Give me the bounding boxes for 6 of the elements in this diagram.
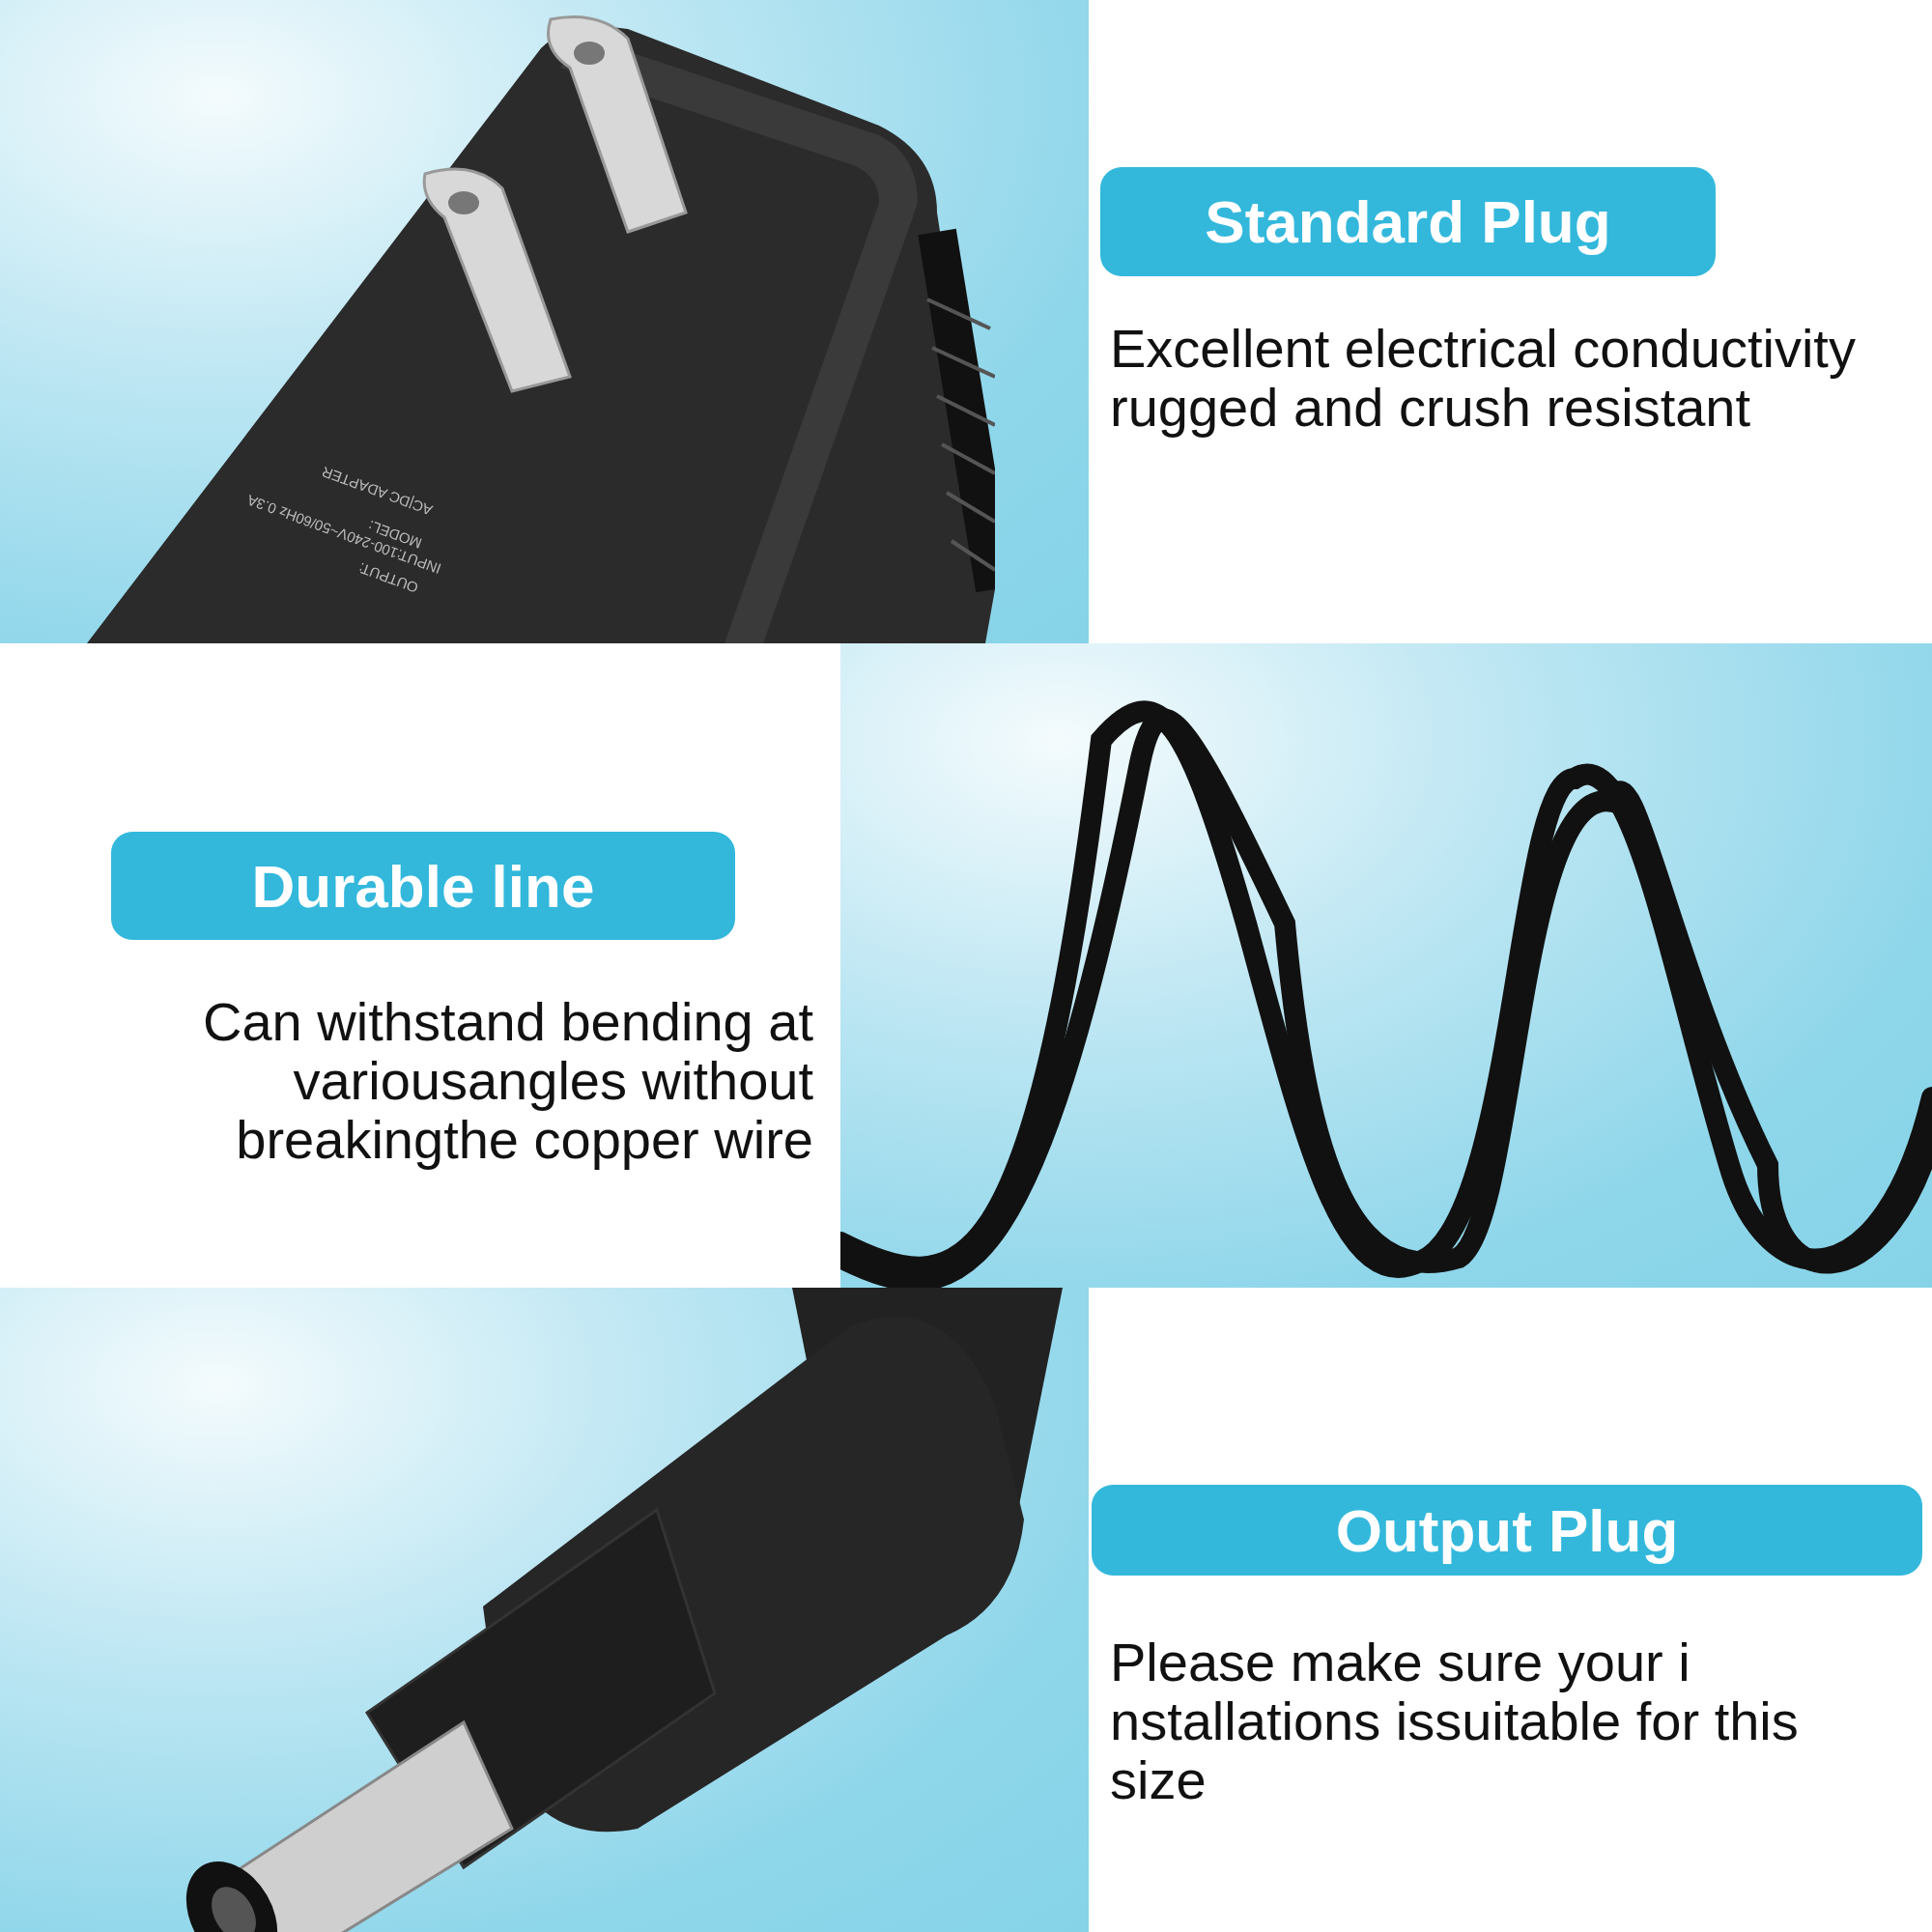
heading-banner: Durable line (111, 832, 735, 940)
heading-banner: Standard Plug (1100, 167, 1716, 276)
feature-description: Please make sure your i nstallations issuitable for this size (1110, 1633, 1800, 1809)
heading-banner: Output Plug (1092, 1485, 1922, 1576)
feature-description: Can withstand bending at variousangles without breakingthe copper wire (202, 992, 813, 1169)
feature-description: Excellent electrical conductivity rugged and crush resistant (1110, 319, 1857, 437)
